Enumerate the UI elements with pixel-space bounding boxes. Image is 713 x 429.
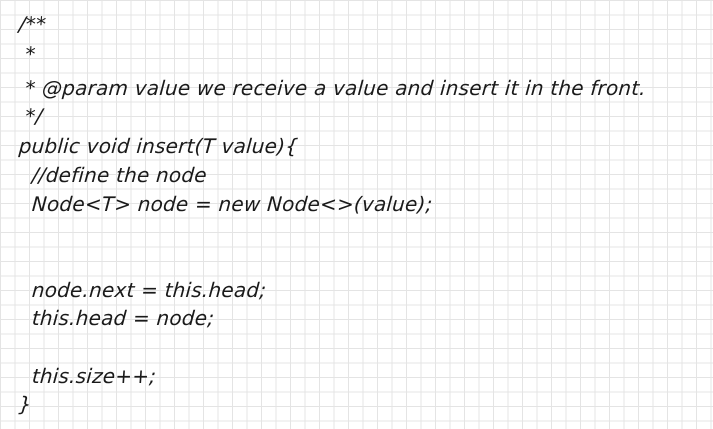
code-line: */ — [18, 104, 44, 128]
code-line: node.next = this.head; — [18, 278, 268, 302]
code-line: * @param value we receive a value and in… — [18, 76, 647, 100]
code-line: * — [18, 42, 37, 66]
code-line: public void insert(T value){ — [18, 134, 300, 158]
code-line: /** — [18, 12, 48, 36]
code-line: this.head = node; — [18, 306, 216, 330]
code-line: Node<T> node = new Node<>(value); — [18, 192, 434, 216]
code-line: this.size++; — [18, 364, 158, 388]
code-line: } — [18, 392, 33, 416]
code-line: //define the node — [18, 163, 208, 187]
